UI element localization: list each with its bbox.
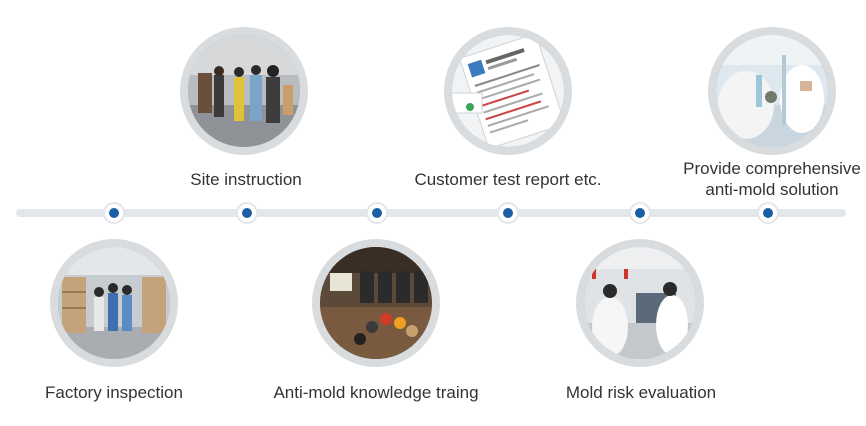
step-label-site-instruction: Site instruction bbox=[190, 170, 302, 189]
timeline-node-4 bbox=[497, 202, 519, 224]
timeline-node-3 bbox=[366, 202, 388, 224]
timeline-node-5 bbox=[629, 202, 651, 224]
step-label-line2: anti-mold solution bbox=[705, 180, 839, 199]
site-instruction-photo bbox=[180, 27, 308, 155]
lab-solution-photo bbox=[708, 27, 836, 155]
step-label-factory-inspection: Factory inspection bbox=[45, 383, 183, 402]
lab-evaluation-photo bbox=[576, 239, 704, 367]
training-room-photo bbox=[312, 239, 440, 367]
timeline-track bbox=[16, 209, 846, 217]
step-label-line1: Provide comprehensive bbox=[683, 159, 861, 178]
timeline-node-1 bbox=[103, 202, 125, 224]
step-label-mold-risk-evaluation: Mold risk evaluation bbox=[565, 383, 717, 402]
step-label-comprehensive-solution: Provide comprehensive anti-mold solution bbox=[682, 158, 862, 200]
timeline-node-2 bbox=[236, 202, 258, 224]
test-report-photo bbox=[444, 27, 572, 155]
factory-inspection-photo bbox=[50, 239, 178, 367]
timeline-node-6 bbox=[757, 202, 779, 224]
step-label-anti-mold-training: Anti-mold knowledge traing bbox=[273, 383, 479, 402]
step-label-customer-test-report: Customer test report etc. bbox=[414, 170, 602, 189]
